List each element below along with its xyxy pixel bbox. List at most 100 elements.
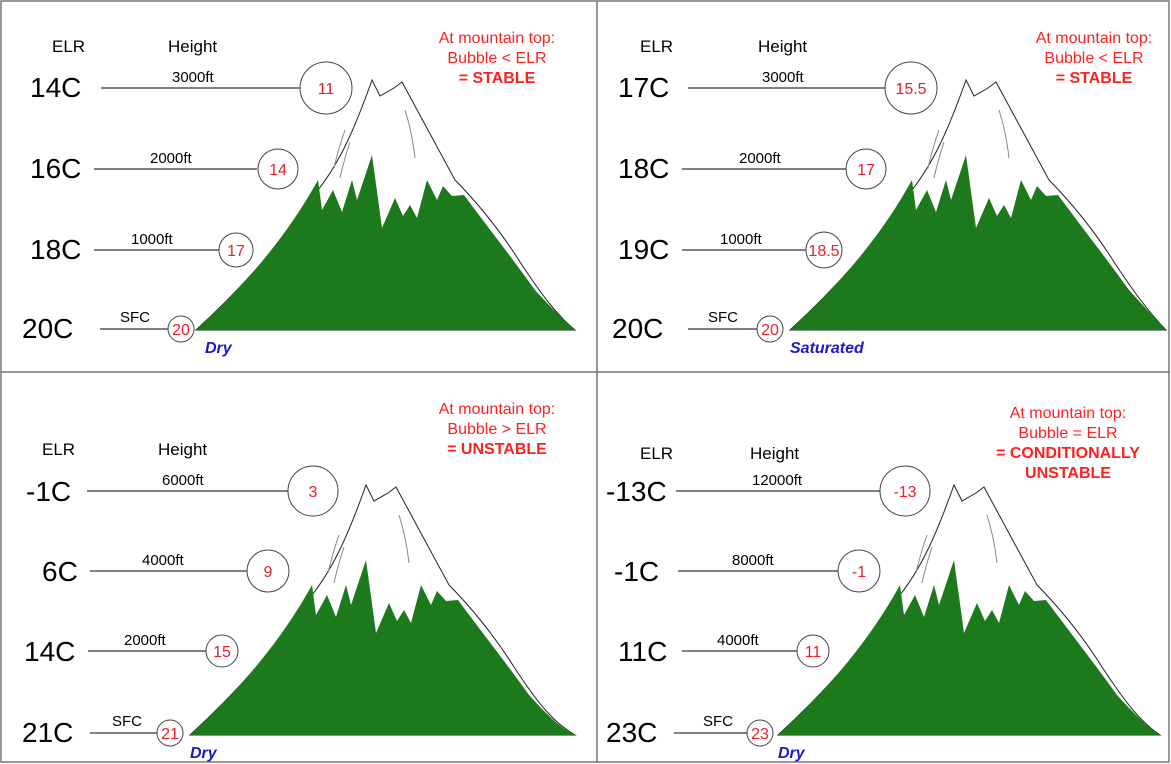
height-label: 8000ft xyxy=(732,552,775,569)
bubble-circle xyxy=(257,148,299,190)
note-verdict: UNSTABLE xyxy=(1025,465,1111,482)
height-column-header: Height xyxy=(158,440,207,459)
level-row: 20C SFC 20 xyxy=(612,309,784,344)
elr-value: 16C xyxy=(30,153,81,184)
note-verdict: = CONDITIONALLY xyxy=(996,445,1140,462)
elr-value: 21C xyxy=(22,717,73,748)
level-row: 17C 3000ft 15.5 xyxy=(618,61,938,115)
process-label: Dry xyxy=(205,340,233,357)
bubble-temp: 23 xyxy=(751,726,769,743)
bubble-temp: 15 xyxy=(213,644,231,661)
note-line: At mountain top: xyxy=(1010,405,1127,422)
panel-top-right: ELR Height At mountain top: Bubble < ELR… xyxy=(612,30,1168,357)
bubble-temp: 15.5 xyxy=(895,81,926,98)
elr-value: 23C xyxy=(606,717,657,748)
elr-value: 20C xyxy=(612,313,663,344)
level-row: 14C 2000ft 15 xyxy=(24,632,239,668)
bubble-circle xyxy=(287,465,339,517)
bubble-circle xyxy=(756,315,784,343)
note-line: At mountain top: xyxy=(439,30,556,47)
height-label: 4000ft xyxy=(717,632,760,649)
elr-value: 17C xyxy=(618,72,669,103)
bubble-temp: 11 xyxy=(318,81,335,98)
bubble-circle xyxy=(156,719,184,747)
bubble-circle xyxy=(218,232,254,268)
elr-value: 11C xyxy=(618,636,667,667)
mountain-illustration xyxy=(188,483,577,736)
elr-value: -1C xyxy=(614,556,659,587)
bubble-circle xyxy=(879,465,931,517)
height-column-header: Height xyxy=(750,444,799,463)
bubble-temp: 9 xyxy=(264,564,273,581)
elr-value: 6C xyxy=(42,556,78,587)
level-row: 18C 1000ft 17 xyxy=(30,231,254,268)
level-row: 18C 2000ft 17 xyxy=(618,148,887,190)
level-row: 11C 4000ft 11 xyxy=(618,632,830,668)
level-row: 14C 3000ft 11 xyxy=(30,61,353,115)
bubble-circle xyxy=(845,148,887,190)
note-verdict: = STABLE xyxy=(1056,70,1133,87)
level-row: -1C 8000ft -1 xyxy=(614,549,881,593)
note-verdict: = UNSTABLE xyxy=(447,441,547,458)
note-line: At mountain top: xyxy=(1036,30,1153,47)
mountain-illustration xyxy=(788,78,1168,331)
elr-value: 19C xyxy=(618,234,669,265)
height-label: 3000ft xyxy=(172,69,215,86)
bubble-circle xyxy=(246,549,290,593)
note-line: Bubble > ELR xyxy=(447,421,546,438)
height-label: 2000ft xyxy=(150,150,193,167)
bubble-circle xyxy=(746,719,774,747)
height-label: 2000ft xyxy=(124,632,167,649)
process-label: Dry xyxy=(778,745,806,762)
height-label: 12000ft xyxy=(752,472,803,489)
bubble-circle xyxy=(837,549,881,593)
bubble-circle xyxy=(167,315,195,343)
bubble-temp: 21 xyxy=(161,726,179,743)
panel-top-left: ELR Height At mountain top: Bubble < ELR… xyxy=(22,30,577,357)
bubble-temp: 20 xyxy=(172,322,190,339)
note-verdict: = STABLE xyxy=(459,70,536,87)
level-row: 19C 1000ft 18.5 xyxy=(618,231,843,269)
elr-value: 18C xyxy=(618,153,669,184)
bubble-circle xyxy=(796,634,830,668)
height-label: 4000ft xyxy=(142,552,185,569)
bubble-temp: 11 xyxy=(805,644,822,661)
panel-bottom-left: ELR Height At mountain top: Bubble > ELR… xyxy=(22,401,577,762)
level-row: 23C SFC 23 xyxy=(606,713,774,748)
elr-column-header: ELR xyxy=(52,37,85,56)
bubble-temp: -1 xyxy=(852,564,866,581)
bubble-circle xyxy=(884,61,938,115)
level-row: 20C SFC 20 xyxy=(22,309,195,344)
level-row: -13C 12000ft -13 xyxy=(606,465,931,517)
note-block: At mountain top: Bubble = ELR = CONDITIO… xyxy=(996,405,1140,482)
note-block: At mountain top: Bubble < ELR = STABLE xyxy=(1036,30,1153,87)
panel-bottom-right: ELR Height At mountain top: Bubble = ELR… xyxy=(606,405,1162,762)
elr-value: 18C xyxy=(30,234,81,265)
height-column-header: Height xyxy=(758,37,807,56)
bubble-temp: 17 xyxy=(227,243,245,260)
mountain-illustration xyxy=(776,483,1162,736)
height-label: SFC xyxy=(708,309,738,326)
note-line: Bubble < ELR xyxy=(447,50,546,67)
bubble-circle xyxy=(205,634,239,668)
elr-value: 14C xyxy=(30,72,81,103)
level-row: 6C 4000ft 9 xyxy=(42,549,290,593)
bubble-temp: -13 xyxy=(893,484,916,501)
note-line: Bubble = ELR xyxy=(1018,425,1117,442)
bubble-temp: 18.5 xyxy=(808,243,839,260)
height-column-header: Height xyxy=(168,37,217,56)
note-block: At mountain top: Bubble > ELR = UNSTABLE xyxy=(439,401,556,458)
elr-column-header: ELR xyxy=(42,440,75,459)
note-line: Bubble < ELR xyxy=(1044,50,1143,67)
level-row: 21C SFC 21 xyxy=(22,713,184,748)
elr-column-header: ELR xyxy=(640,444,673,463)
bubble-circle xyxy=(299,61,353,115)
elr-value: -1C xyxy=(26,476,71,507)
level-row: -1C 6000ft 3 xyxy=(26,465,339,517)
elr-value: 20C xyxy=(22,313,73,344)
note-line: At mountain top: xyxy=(439,401,556,418)
height-label: 1000ft xyxy=(720,231,763,248)
bubble-circle xyxy=(805,231,843,269)
note-block: At mountain top: Bubble < ELR = STABLE xyxy=(439,30,556,87)
